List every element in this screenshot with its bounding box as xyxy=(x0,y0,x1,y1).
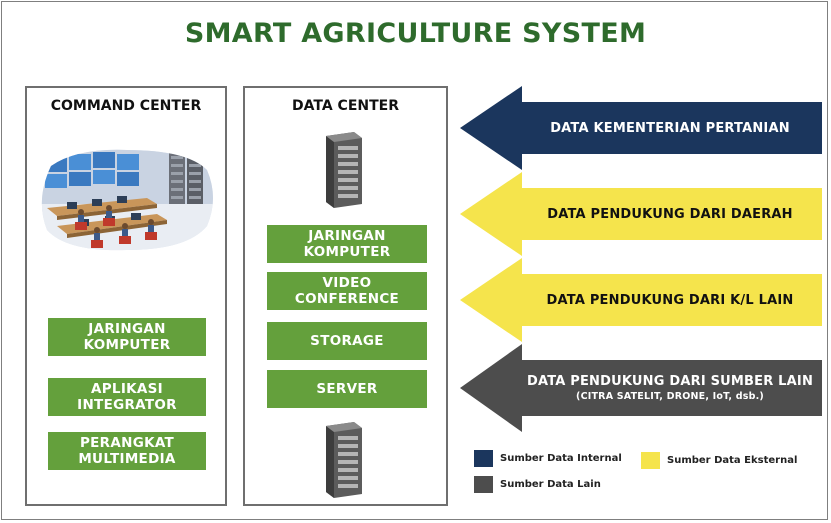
cc-item-aplikasi-integrator: APLIKASI INTEGRATOR xyxy=(48,378,206,416)
arrow-shape xyxy=(460,86,822,170)
legend-eksternal: Sumber Data Eksternal xyxy=(641,452,797,469)
arrow-sublabel: (CITRA SATELIT, DRONE, IoT, dsb.) xyxy=(576,391,764,402)
cc-item-perangkat-multimedia: PERANGKAT MULTIMEDIA xyxy=(48,432,206,470)
legend-swatch-eksternal xyxy=(641,452,660,469)
legend-label-lain: Sumber Data Lain xyxy=(500,479,601,490)
arrow-data-pendukung-daerah: DATA PENDUKUNG DARI DAERAH xyxy=(460,172,822,256)
legend-label-eksternal: Sumber Data Eksternal xyxy=(667,455,798,466)
arrow-data-kementerian-pertanian: DATA KEMENTERIAN PERTANIAN xyxy=(460,86,822,170)
server-rack-icon xyxy=(326,422,362,498)
cc-item-jaringan-komputer: JARINGAN KOMPUTER xyxy=(48,318,206,356)
arrow-label: DATA PENDUKUNG DARI K/L LAIN xyxy=(546,292,794,308)
arrow-label: DATA PENDUKUNG DARI DAERAH xyxy=(547,206,793,222)
arrow-label: DATA KEMENTERIAN PERTANIAN xyxy=(550,120,790,136)
dc-item-video-conference: VIDEO CONFERENCE xyxy=(267,272,427,310)
legend-label-internal: Sumber Data Internal xyxy=(500,453,622,464)
page-title: SMART AGRICULTURE SYSTEM xyxy=(184,18,647,49)
data-center-panel: DATA CENTER JARINGAN KOMPUTER VIDEO CONF… xyxy=(243,86,448,506)
data-center-heading: DATA CENTER xyxy=(292,98,399,114)
arrow-data-pendukung-kl-lain: DATA PENDUKUNG DARI K/L LAIN xyxy=(460,258,822,342)
dc-item-jaringan-komputer: JARINGAN KOMPUTER xyxy=(267,225,427,263)
command-center-heading: COMMAND CENTER xyxy=(50,98,202,114)
arrow-shape xyxy=(460,344,822,432)
arrow-shape xyxy=(460,172,822,256)
dc-item-server: SERVER xyxy=(267,370,427,408)
legend-swatch-lain xyxy=(474,476,493,493)
arrow-label: DATA PENDUKUNG DARI SUMBER LAIN xyxy=(526,374,814,389)
legend-lain: Sumber Data Lain xyxy=(474,476,601,493)
arrow-shape xyxy=(460,258,822,342)
dc-item-storage: STORAGE xyxy=(267,322,427,360)
arrow-data-pendukung-sumber-lain: DATA PENDUKUNG DARI SUMBER LAIN (CITRA S… xyxy=(460,344,822,432)
legend-internal: Sumber Data Internal xyxy=(474,450,622,467)
command-center-panel: COMMAND CENTER xyxy=(25,86,227,506)
control-room-illustration xyxy=(41,149,213,251)
legend-swatch-internal xyxy=(474,450,493,467)
server-rack-icon xyxy=(326,132,362,208)
